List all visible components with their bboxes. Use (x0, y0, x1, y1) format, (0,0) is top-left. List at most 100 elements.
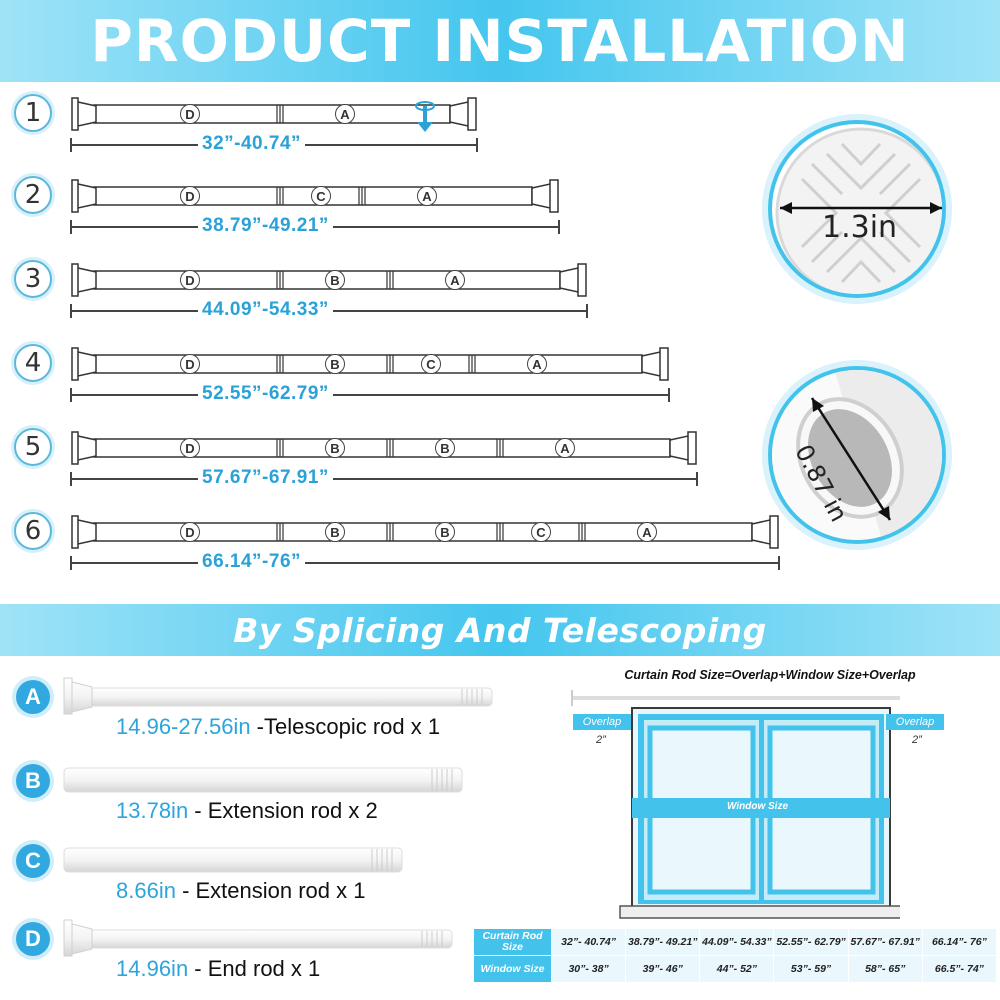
part-badge: A (16, 680, 50, 714)
part-rod-image (62, 676, 512, 716)
segment-label: A (527, 354, 547, 374)
part-rod-image (62, 840, 422, 880)
segment-label: A (555, 438, 575, 458)
overlap-right-value: 2” (912, 734, 922, 746)
end-cap-right (449, 97, 477, 131)
segment-label: C (311, 186, 331, 206)
end-cap-right (559, 263, 587, 297)
curtain-size-cell: 57.67”- 67.91” (847, 928, 923, 956)
segment-label: D (180, 270, 200, 290)
dimension-line (70, 556, 780, 570)
end-cap-right (531, 179, 559, 213)
rod-drawing (71, 347, 669, 381)
dimension-line (70, 388, 670, 402)
window-size-cell: 30”- 38” (550, 955, 627, 983)
tube-detail: 0.87 in (768, 366, 946, 544)
part-name: - End rod x 1 (188, 956, 321, 981)
segment-label: B (325, 438, 345, 458)
segment-label: B (435, 438, 455, 458)
window-diagram (571, 690, 900, 919)
segment-label: C (531, 522, 551, 542)
curtain-size-cell: 38.79”- 49.21” (625, 928, 701, 956)
tube-illustration (772, 370, 942, 540)
part-rod-image (62, 760, 482, 800)
rod-drawing (71, 431, 697, 465)
end-cap-left (71, 263, 97, 297)
segment-label: B (325, 270, 345, 290)
step-number: 6 (14, 512, 52, 550)
window-size-cell: 44”- 52” (699, 955, 775, 983)
section-banner: By Splicing And Telescoping (0, 604, 1000, 656)
window-size-cell: 53”- 59” (773, 955, 849, 983)
window-size-cell: 66.5”- 74” (921, 955, 998, 983)
size-table: Curtain Rod Size 32”- 40.74”38.79”- 49.2… (473, 928, 998, 983)
window-size-label: Window Size (727, 801, 789, 812)
segment-label: A (445, 270, 465, 290)
end-cap-left (71, 179, 97, 213)
part-description: 13.78in - Extension rod x 2 (116, 798, 378, 824)
row-head-window: Window Size (473, 955, 552, 983)
curtain-size-cell: 66.14”- 76” (921, 928, 998, 956)
end-cap-left (71, 515, 97, 549)
part-description: 14.96-27.56in -Telescopic rod x 1 (116, 714, 440, 740)
rotate-arrow-icon (414, 94, 436, 132)
end-cap-illustration (775, 127, 942, 294)
size-formula: Curtain Rod Size=Overlap+Window Size+Ove… (624, 668, 916, 682)
curtain-size-cell: 52.55”- 62.79” (773, 928, 849, 956)
segment-label: B (325, 522, 345, 542)
part-badge: D (16, 922, 50, 956)
segment-label: D (180, 104, 200, 124)
dimension-line (70, 472, 698, 486)
part-length: 13.78in (116, 798, 189, 823)
part-name: -Telescopic rod x 1 (250, 714, 441, 739)
segment-label: A (417, 186, 437, 206)
segment-label: D (180, 354, 200, 374)
curtain-size-cell: 32”- 40.74” (550, 928, 627, 956)
length-range: 38.79”-49.21” (198, 215, 333, 237)
rod-tube (93, 354, 643, 374)
segment-label: C (421, 354, 441, 374)
length-range: 57.67”-67.91” (198, 467, 333, 489)
table-row: Curtain Rod Size 32”- 40.74”38.79”- 49.2… (473, 928, 998, 956)
end-cap-right (669, 431, 697, 465)
overlap-left: Overlap (573, 714, 631, 730)
part-name: - Extension rod x 2 (188, 798, 378, 823)
length-range: 44.09”-54.33” (198, 299, 333, 321)
part-rod-image (62, 918, 472, 958)
part-badge: B (16, 764, 50, 798)
length-range: 52.55”-62.79” (198, 383, 333, 405)
top-banner: PRODUCT INSTALLATION (0, 0, 1000, 82)
segment-label: D (180, 438, 200, 458)
end-cap-right (751, 515, 779, 549)
part-name: - Extension rod x 1 (175, 878, 366, 903)
step-number: 4 (14, 344, 52, 382)
end-cap-left (71, 97, 97, 131)
part-description: 14.96in - End rod x 1 (116, 956, 320, 982)
curtain-size-cell: 44.09”- 54.33” (699, 928, 775, 956)
end-cap-left (71, 347, 97, 381)
segment-label: D (180, 522, 200, 542)
segment-label: B (325, 354, 345, 374)
window-size-cell: 39”- 46” (625, 955, 701, 983)
segment-label: A (335, 104, 355, 124)
part-length: 8.66in (116, 878, 176, 903)
overlap-right: Overlap (886, 714, 944, 730)
length-range: 66.14”-76” (198, 551, 306, 573)
end-cap-diameter: 1.3in (822, 210, 898, 245)
end-cap-detail: 1.3in (768, 120, 946, 298)
rod-drawing (71, 515, 779, 549)
segment-label: D (180, 186, 200, 206)
step-number: 1 (14, 94, 52, 132)
rod-tube (93, 104, 451, 124)
part-description: 8.66in - Extension rod x 1 (116, 878, 366, 904)
page-title: PRODUCT INSTALLATION (90, 7, 910, 75)
part-length: 14.96in (116, 956, 189, 981)
part-badge: C (16, 844, 50, 878)
overlap-left-value: 2” (596, 734, 606, 746)
end-cap-left (71, 431, 97, 465)
step-number: 3 (14, 260, 52, 298)
segment-label: A (637, 522, 657, 542)
step-number: 5 (14, 428, 52, 466)
segment-label: B (435, 522, 455, 542)
table-row: Window Size 30”- 38”39”- 46”44”- 52”53”-… (473, 955, 998, 983)
